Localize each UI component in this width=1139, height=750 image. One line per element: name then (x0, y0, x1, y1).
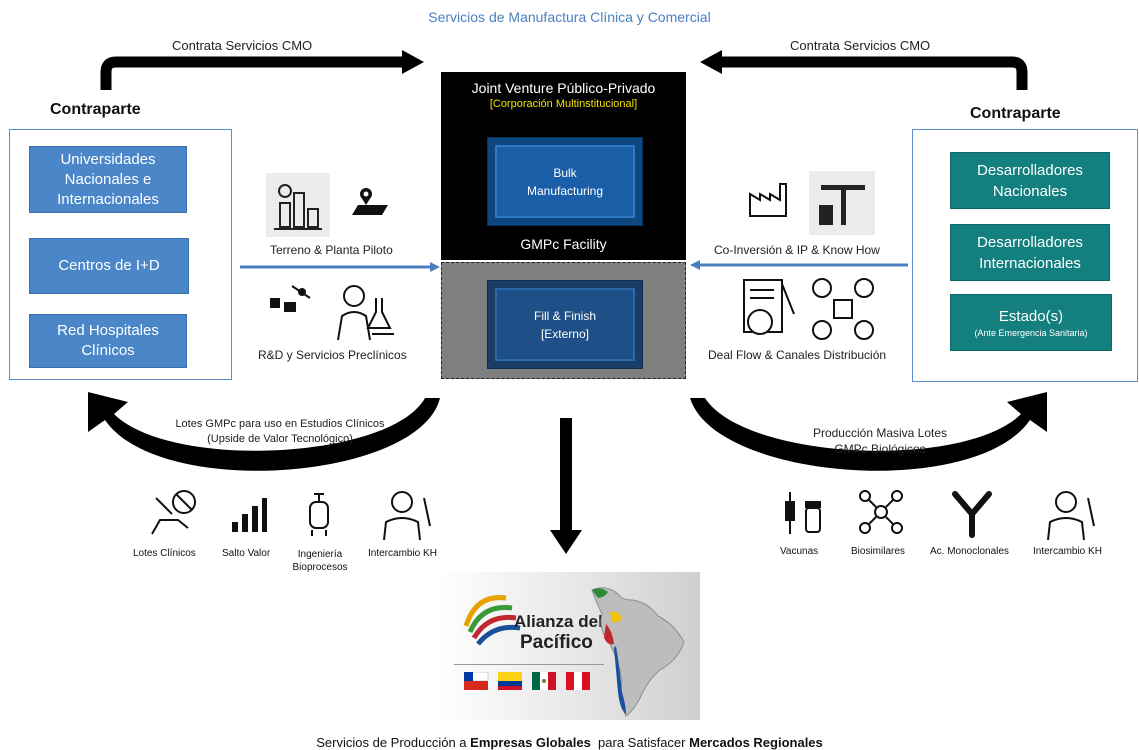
down-arrow-head (550, 530, 582, 554)
bottom-caption-part2: para Satisfacer (590, 735, 690, 750)
terreno-label: Terreno & Planta Piloto (270, 243, 393, 257)
bioprocess-icon-label: Ingeniería Bioprocesos (292, 549, 348, 573)
biosimilars-icon-label: Biosimilares (851, 546, 905, 557)
fill-line1: Fill & Finish (533, 308, 596, 323)
bottom-caption: Servicios de Producción a Empresas Globa… (0, 735, 1139, 750)
state-label: Estado(s) (998, 308, 1064, 325)
state-note: (Ante Emergencia Sanitaria) (974, 328, 1088, 338)
pacific-alliance-logo-icon (463, 595, 521, 646)
cmo-arrow-left (100, 56, 402, 90)
fill-finish-box: Fill & Finish [Externo] (487, 280, 643, 369)
knowledge-exchange-icon-left (378, 486, 436, 542)
knowledge-exchange-label-right: Intercambio KH (1033, 546, 1102, 557)
international-developers-label: Desarrolladores Internacionales (977, 233, 1083, 272)
fill-line2: [Externo] (540, 326, 589, 341)
mass-production-line2: GMPc Biológicos (834, 442, 926, 456)
monoclonal-icon-label: Ac. Monoclonales (930, 546, 1009, 557)
scientist-icon (332, 278, 398, 344)
alliance-brand-line2: Pacífico (520, 632, 593, 653)
right-counterpart-title: Contraparte (970, 105, 1061, 122)
left-counterpart-title: Contraparte (50, 101, 141, 118)
clinical-lots-curve (88, 392, 440, 471)
cmo-arrow-right (722, 56, 1028, 90)
joint-venture-subtitle: [Corporación Multinstitucional] (489, 98, 638, 110)
hospitals-box: Red Hospitales Clínicos (29, 314, 187, 368)
monoclonal-antibody-icon (947, 488, 997, 538)
land-location-icon (344, 185, 390, 221)
national-developers-box: Desarrolladores Nacionales (950, 152, 1110, 209)
clinical-lots-line2: (Upside de Valor Tecnológico) (207, 433, 353, 445)
knowledge-exchange-icon-right (1042, 486, 1100, 542)
flag-peru (566, 672, 590, 690)
clinical-lots-icon (148, 486, 204, 538)
flag-colombia (498, 672, 522, 690)
logo-divider (454, 664, 604, 665)
universities-box: Universidades Nacionales e Internacional… (29, 146, 187, 213)
bioreactor-icon (304, 490, 334, 538)
clinical-lots-icon-label: Lotes Clínicos (133, 548, 196, 559)
gmpc-facility-label: GMPc Facility (520, 236, 607, 252)
state-box: Estado(s) (Ante Emergencia Sanitaria) (950, 294, 1112, 351)
mass-production-line1: Producción Masiva Lotes (812, 426, 948, 440)
bottom-caption-part1: Servicios de Producción a (316, 735, 471, 750)
cmo-label-right: Contrata Servicios CMO (790, 38, 931, 53)
cmo-label-left: Contrata Servicios CMO (172, 38, 313, 53)
deal-flow-label: Deal Flow & Canales Distribución (708, 348, 887, 362)
coinversion-label: Co-Inversión & IP & Know How (714, 243, 880, 257)
clinical-lots-line1: Lotes GMPc para uso en Estudios Clínicos (175, 418, 385, 430)
rd-centers-box: Centros de I+D (29, 238, 189, 294)
mass-production-curve (690, 392, 1047, 471)
value-jump-icon-label: Salto Valor (222, 548, 271, 559)
alliance-brand-line1: Alianza del (514, 612, 603, 631)
flag-chile (463, 671, 489, 690)
construction-crane-icon (809, 171, 875, 235)
vaccine-icon-label: Vacunas (780, 546, 819, 557)
pacific-alliance-map: Alianza del Pacífico (438, 572, 700, 720)
national-developers-label: Desarrolladores Nacionales (977, 161, 1083, 200)
south-america-map (591, 587, 685, 717)
knowledge-exchange-label-left: Intercambio KH (368, 548, 437, 559)
value-jump-icon (230, 494, 268, 534)
diagram-subtitle: Servicios de Manufactura Clínica y Comer… (428, 9, 711, 25)
rd-lab-icon (262, 280, 322, 324)
biosimilars-icon (857, 488, 905, 536)
flag-mexico (532, 672, 556, 690)
down-arrow-shaft (560, 418, 572, 532)
bulk-line2: Manufacturing (526, 183, 604, 198)
member-flags (463, 671, 590, 695)
bulk-line1: Bulk (553, 165, 577, 180)
vaccine-icon (778, 488, 828, 538)
mass-production-caption: Producción Masiva Lotes GMPc Biológicos (770, 425, 990, 457)
distribution-network-icon (808, 276, 878, 342)
pilot-plant-icon (266, 173, 330, 237)
contract-document-icon (738, 274, 800, 344)
clinical-lots-caption: Lotes GMPc para uso en Estudios Clínicos… (150, 417, 410, 447)
factory-icon (746, 180, 790, 220)
rd-label: R&D y Servicios Preclínicos (258, 348, 407, 362)
bottom-caption-bold2: Mercados Regionales (689, 735, 823, 750)
bottom-caption-bold1: Empresas Globales (470, 735, 591, 750)
cmo-arrowhead-right (700, 50, 722, 74)
cmo-arrowhead-left (402, 50, 424, 74)
international-developers-box: Desarrolladores Internacionales (950, 224, 1110, 281)
joint-venture-title: Joint Venture Público-Privado (471, 80, 656, 96)
